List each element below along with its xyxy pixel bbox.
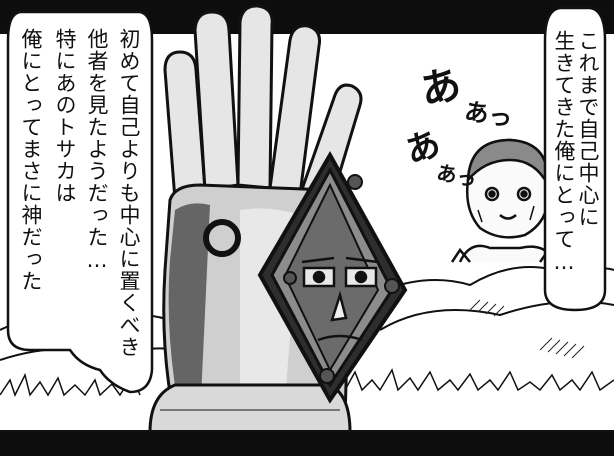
bottom-border: [0, 432, 614, 456]
speech-bubble-left-shape: [6, 10, 154, 394]
speech-right-line2: 生きてきた俺にとって…: [552, 30, 576, 275]
glove-shading: [168, 203, 210, 420]
speech-bubble-right-shape: [543, 6, 607, 312]
speech-left-line4: 俺にとってまさに神だった: [19, 28, 43, 292]
suit-collar: [148, 383, 352, 434]
speech-left-line3: 特にあのトサカは: [53, 28, 77, 204]
glove-hand: [163, 4, 363, 207]
speech-right-line1: これまで自己中心に: [576, 30, 600, 228]
hill-hatching: [469, 299, 585, 359]
speech-left-line1: 初めて自己よりも中心に置くべき: [117, 28, 141, 358]
speech-left-line2: 他者を見たようだった…: [85, 28, 109, 273]
glove-eye-hole: [203, 219, 241, 257]
grass: [0, 368, 614, 397]
diamond-face: [301, 256, 379, 342]
peeking-man: [450, 138, 562, 263]
